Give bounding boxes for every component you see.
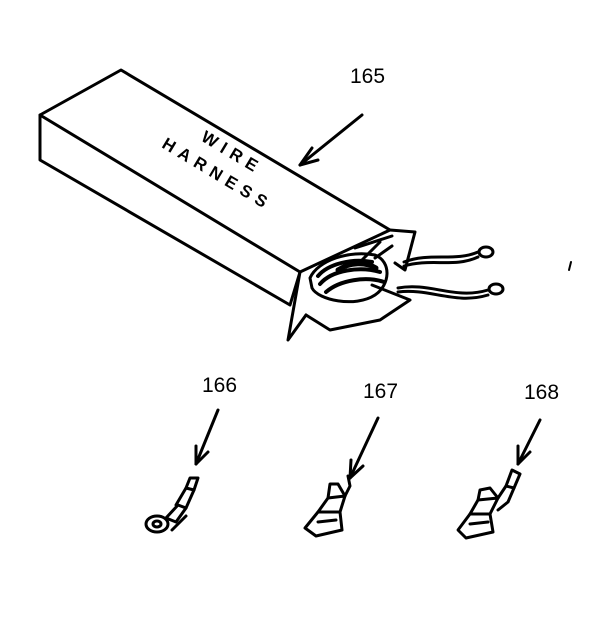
callout-165: 165: [350, 65, 386, 88]
spade-terminal-167: [303, 474, 352, 538]
arrow-168: [516, 418, 542, 466]
wire-harness-box: [38, 68, 505, 342]
arrow-166: [194, 408, 220, 466]
stray-mark: [568, 261, 572, 271]
coiled-wire: [308, 240, 394, 304]
callout-166: 166: [202, 374, 238, 397]
arrow-165: [298, 113, 364, 167]
callout-168: 168: [524, 381, 560, 404]
callout-167: 167: [363, 380, 399, 403]
wire-leads: [396, 245, 505, 300]
ring-terminal-166: [144, 476, 200, 534]
arrow-167: [348, 416, 380, 480]
spade-terminal-168: [456, 468, 522, 540]
